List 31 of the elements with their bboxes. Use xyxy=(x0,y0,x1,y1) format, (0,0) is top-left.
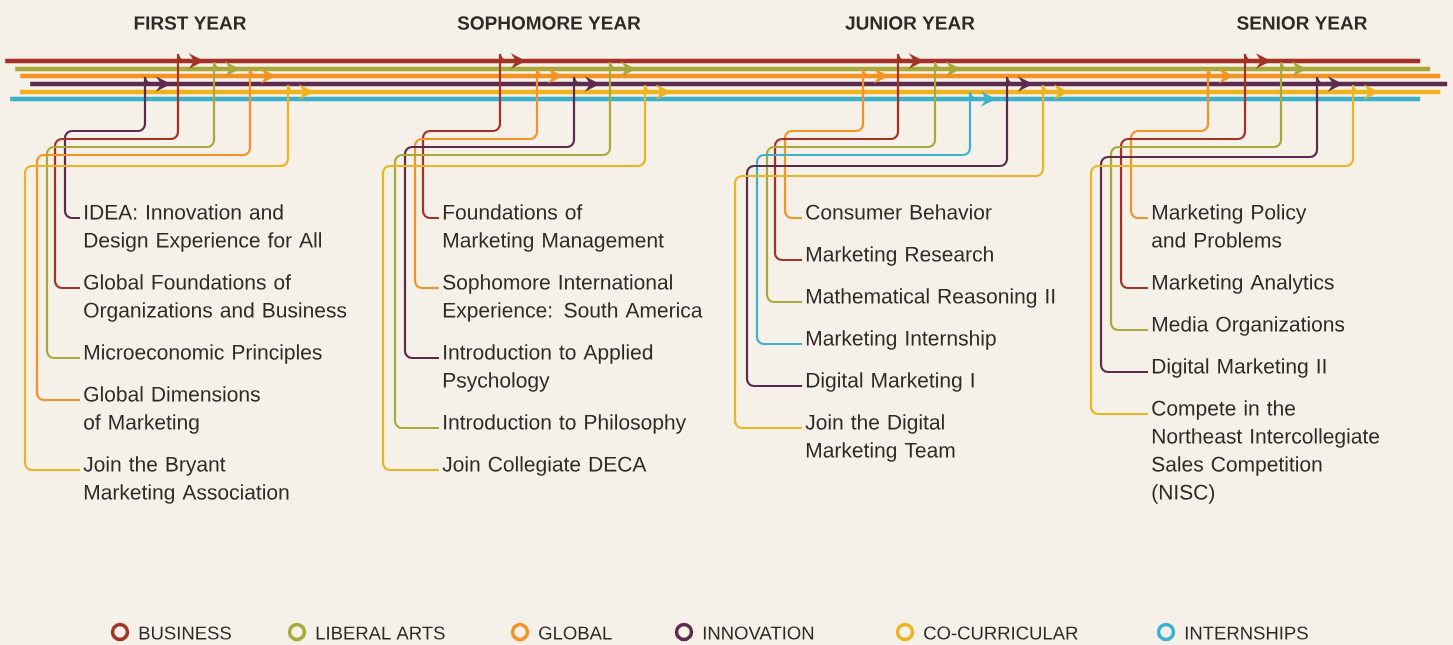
course-label: Sophomore International Experience: South America xyxy=(443,274,703,322)
course-label: Media Organizations xyxy=(1152,316,1345,336)
year-heading: SENIOR YEAR xyxy=(1237,16,1368,30)
course-label: Marketing Policy and Problems xyxy=(1152,204,1307,248)
course-label: IDEA: Innovation and Design Experience for All xyxy=(84,204,321,252)
legend-label: CO-CURRICULAR xyxy=(924,626,1078,640)
course-label: Marketing Internship xyxy=(806,330,996,350)
course-label: Introduction to Applied Psychology xyxy=(443,344,653,392)
course-label: Digital Marketing II xyxy=(1152,358,1326,378)
course-label: Marketing Research xyxy=(806,246,993,266)
course-label: Microeconomic Principles xyxy=(84,344,322,364)
course-label: Compete in the Northeast Intercollegiate Sales Competition (NISC) xyxy=(1152,400,1380,504)
year-heading: JUNIOR YEAR xyxy=(845,16,975,30)
legend-label: INTERNSHIPS xyxy=(1185,626,1308,640)
course-label: Global Dimensions of Marketing xyxy=(84,386,260,434)
legend-label: BUSINESS xyxy=(139,626,231,640)
course-label: Foundations of Marketing Management xyxy=(443,204,664,252)
legend-label: INNOVATION xyxy=(703,626,814,640)
course-label: Consumer Behavior xyxy=(806,204,992,220)
course-label: Mathematical Reasoning II xyxy=(806,288,1055,308)
course-label: Marketing Analytics xyxy=(1152,274,1334,294)
course-label: Global Foundations of Organizations and Business xyxy=(84,274,347,322)
course-label: Digital Marketing I xyxy=(806,372,974,392)
course-label: Introduction to Philosophy xyxy=(444,414,687,434)
legend-label: GLOBAL xyxy=(539,626,612,640)
year-heading: FIRST YEAR xyxy=(134,16,247,30)
course-label: Join the Bryant Marketing Association xyxy=(83,456,289,504)
course-label: Join the Digital Marketing Team xyxy=(805,414,955,462)
course-label: Join Collegiate DECA xyxy=(442,456,647,476)
legend-label: LIBERAL ARTS xyxy=(316,626,445,640)
year-heading: SOPHOMORE YEAR xyxy=(457,16,641,30)
